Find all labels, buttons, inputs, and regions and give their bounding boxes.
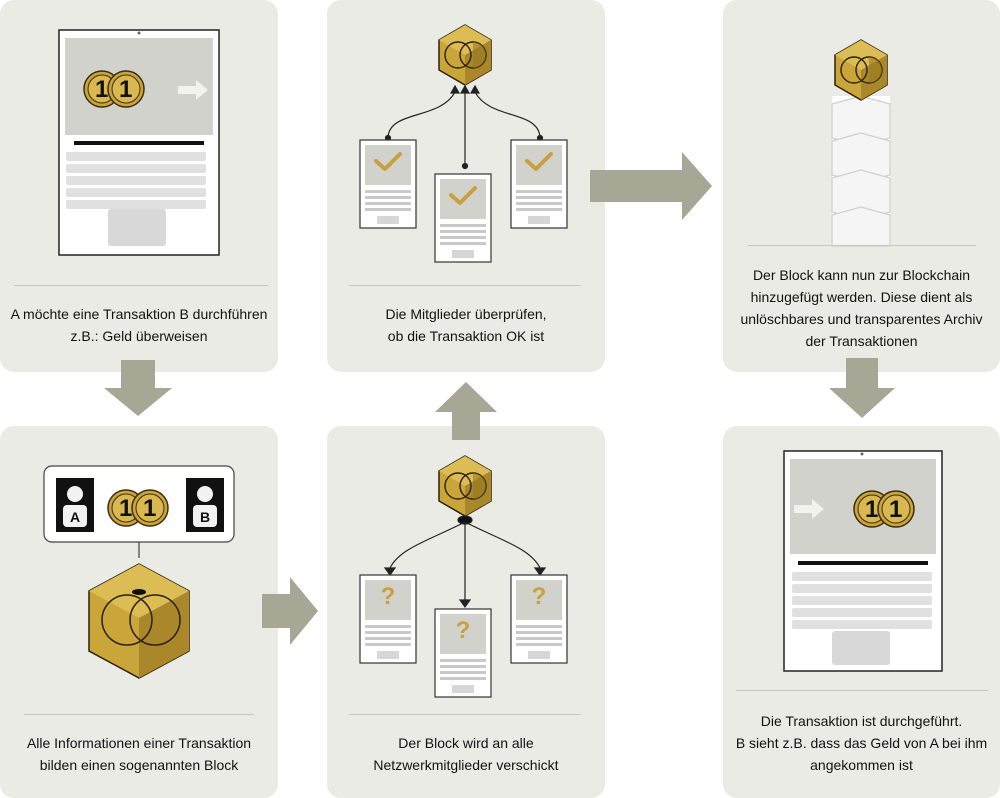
divider — [24, 714, 254, 715]
laptop-icon — [783, 450, 943, 672]
block-hexagon-icon — [438, 455, 492, 517]
flow-arrow-right-2 — [590, 152, 712, 220]
flow-arrow-up-1 — [435, 382, 497, 440]
person-b-label: B — [199, 509, 211, 525]
blockchain-stack-icon — [831, 95, 891, 247]
coin-digit: 1 — [95, 76, 117, 103]
flow-arrow-right-1 — [262, 577, 318, 645]
caption-line: z.B.: Geld überweisen — [70, 328, 208, 344]
caption-line: angekommen ist — [810, 757, 913, 773]
caption-line: A möchte eine Transaktion B durchführen — [10, 306, 268, 322]
caption-line: Netzwerkmitglieder verschickt — [373, 757, 559, 773]
flow-arrow-down-2 — [829, 358, 895, 418]
step-3-caption: Der Block wird an alle Netzwerkmitgliede… — [327, 732, 605, 776]
step-5-caption: Der Block kann nun zur Blockchain hinzug… — [723, 264, 1000, 352]
verify-lines — [384, 84, 544, 170]
divider — [748, 245, 976, 246]
caption-line: Alle Informationen einer Transaktion — [26, 735, 252, 751]
block-hexagon-icon — [834, 39, 888, 101]
divider — [14, 285, 268, 286]
person-a-label: A — [69, 509, 81, 525]
caption-line: Der Block kann nun zur Blockchain — [752, 267, 971, 283]
divider — [349, 714, 581, 715]
caption-line: Die Mitglieder überprüfen, — [385, 306, 547, 322]
coin-icon — [853, 490, 915, 528]
caption-line: unlöschbares und transparentes Archiv — [740, 311, 983, 327]
arrow-right-icon — [794, 499, 824, 519]
coin-digit: 1 — [865, 496, 879, 523]
coin-digit: 1 — [119, 76, 141, 103]
flow-arrow-down-1 — [104, 360, 172, 416]
divider — [349, 285, 581, 286]
caption-line: bilden einen sogenannten Block — [39, 757, 239, 773]
question-mark-icon: ? — [455, 617, 471, 644]
caption-line: der Transaktionen — [805, 333, 918, 349]
block-cube-icon — [88, 563, 190, 679]
question-mark-icon: ? — [531, 583, 547, 610]
caption-line: Der Block wird an alle — [398, 735, 534, 751]
caption-line: ob die Transaktion OK ist — [387, 328, 545, 344]
step-6-caption: Die Transaktion ist durchgeführt. B sieh… — [723, 710, 1000, 776]
caption-line: hinzugefügt werden. Diese dient als — [750, 289, 973, 305]
coin-digit: 1 — [143, 495, 157, 522]
coin-digit: 1 — [889, 496, 903, 523]
caption-line: Die Transaktion ist durchgeführt. — [760, 713, 963, 729]
divider — [736, 690, 988, 691]
step-4-caption: Die Mitglieder überprüfen, ob die Transa… — [327, 303, 605, 347]
arrow-right-icon — [178, 80, 208, 100]
broadcast-lines — [383, 515, 547, 609]
laptop-icon — [58, 29, 220, 256]
caption-line: B sieht z.B. dass das Geld von A bei ihm — [735, 735, 988, 751]
coin-icon — [107, 489, 169, 527]
person-a-icon — [56, 478, 94, 532]
person-b-icon — [186, 478, 224, 532]
step-2-caption: Alle Informationen einer Transaktion bil… — [0, 732, 278, 776]
step-1-caption: A möchte eine Transaktion B durchführen … — [0, 303, 278, 347]
checkmark-icon — [374, 152, 553, 205]
coin-digit: 1 — [119, 495, 133, 522]
question-mark-icon: ? — [380, 583, 396, 610]
block-hexagon-icon — [438, 24, 492, 86]
